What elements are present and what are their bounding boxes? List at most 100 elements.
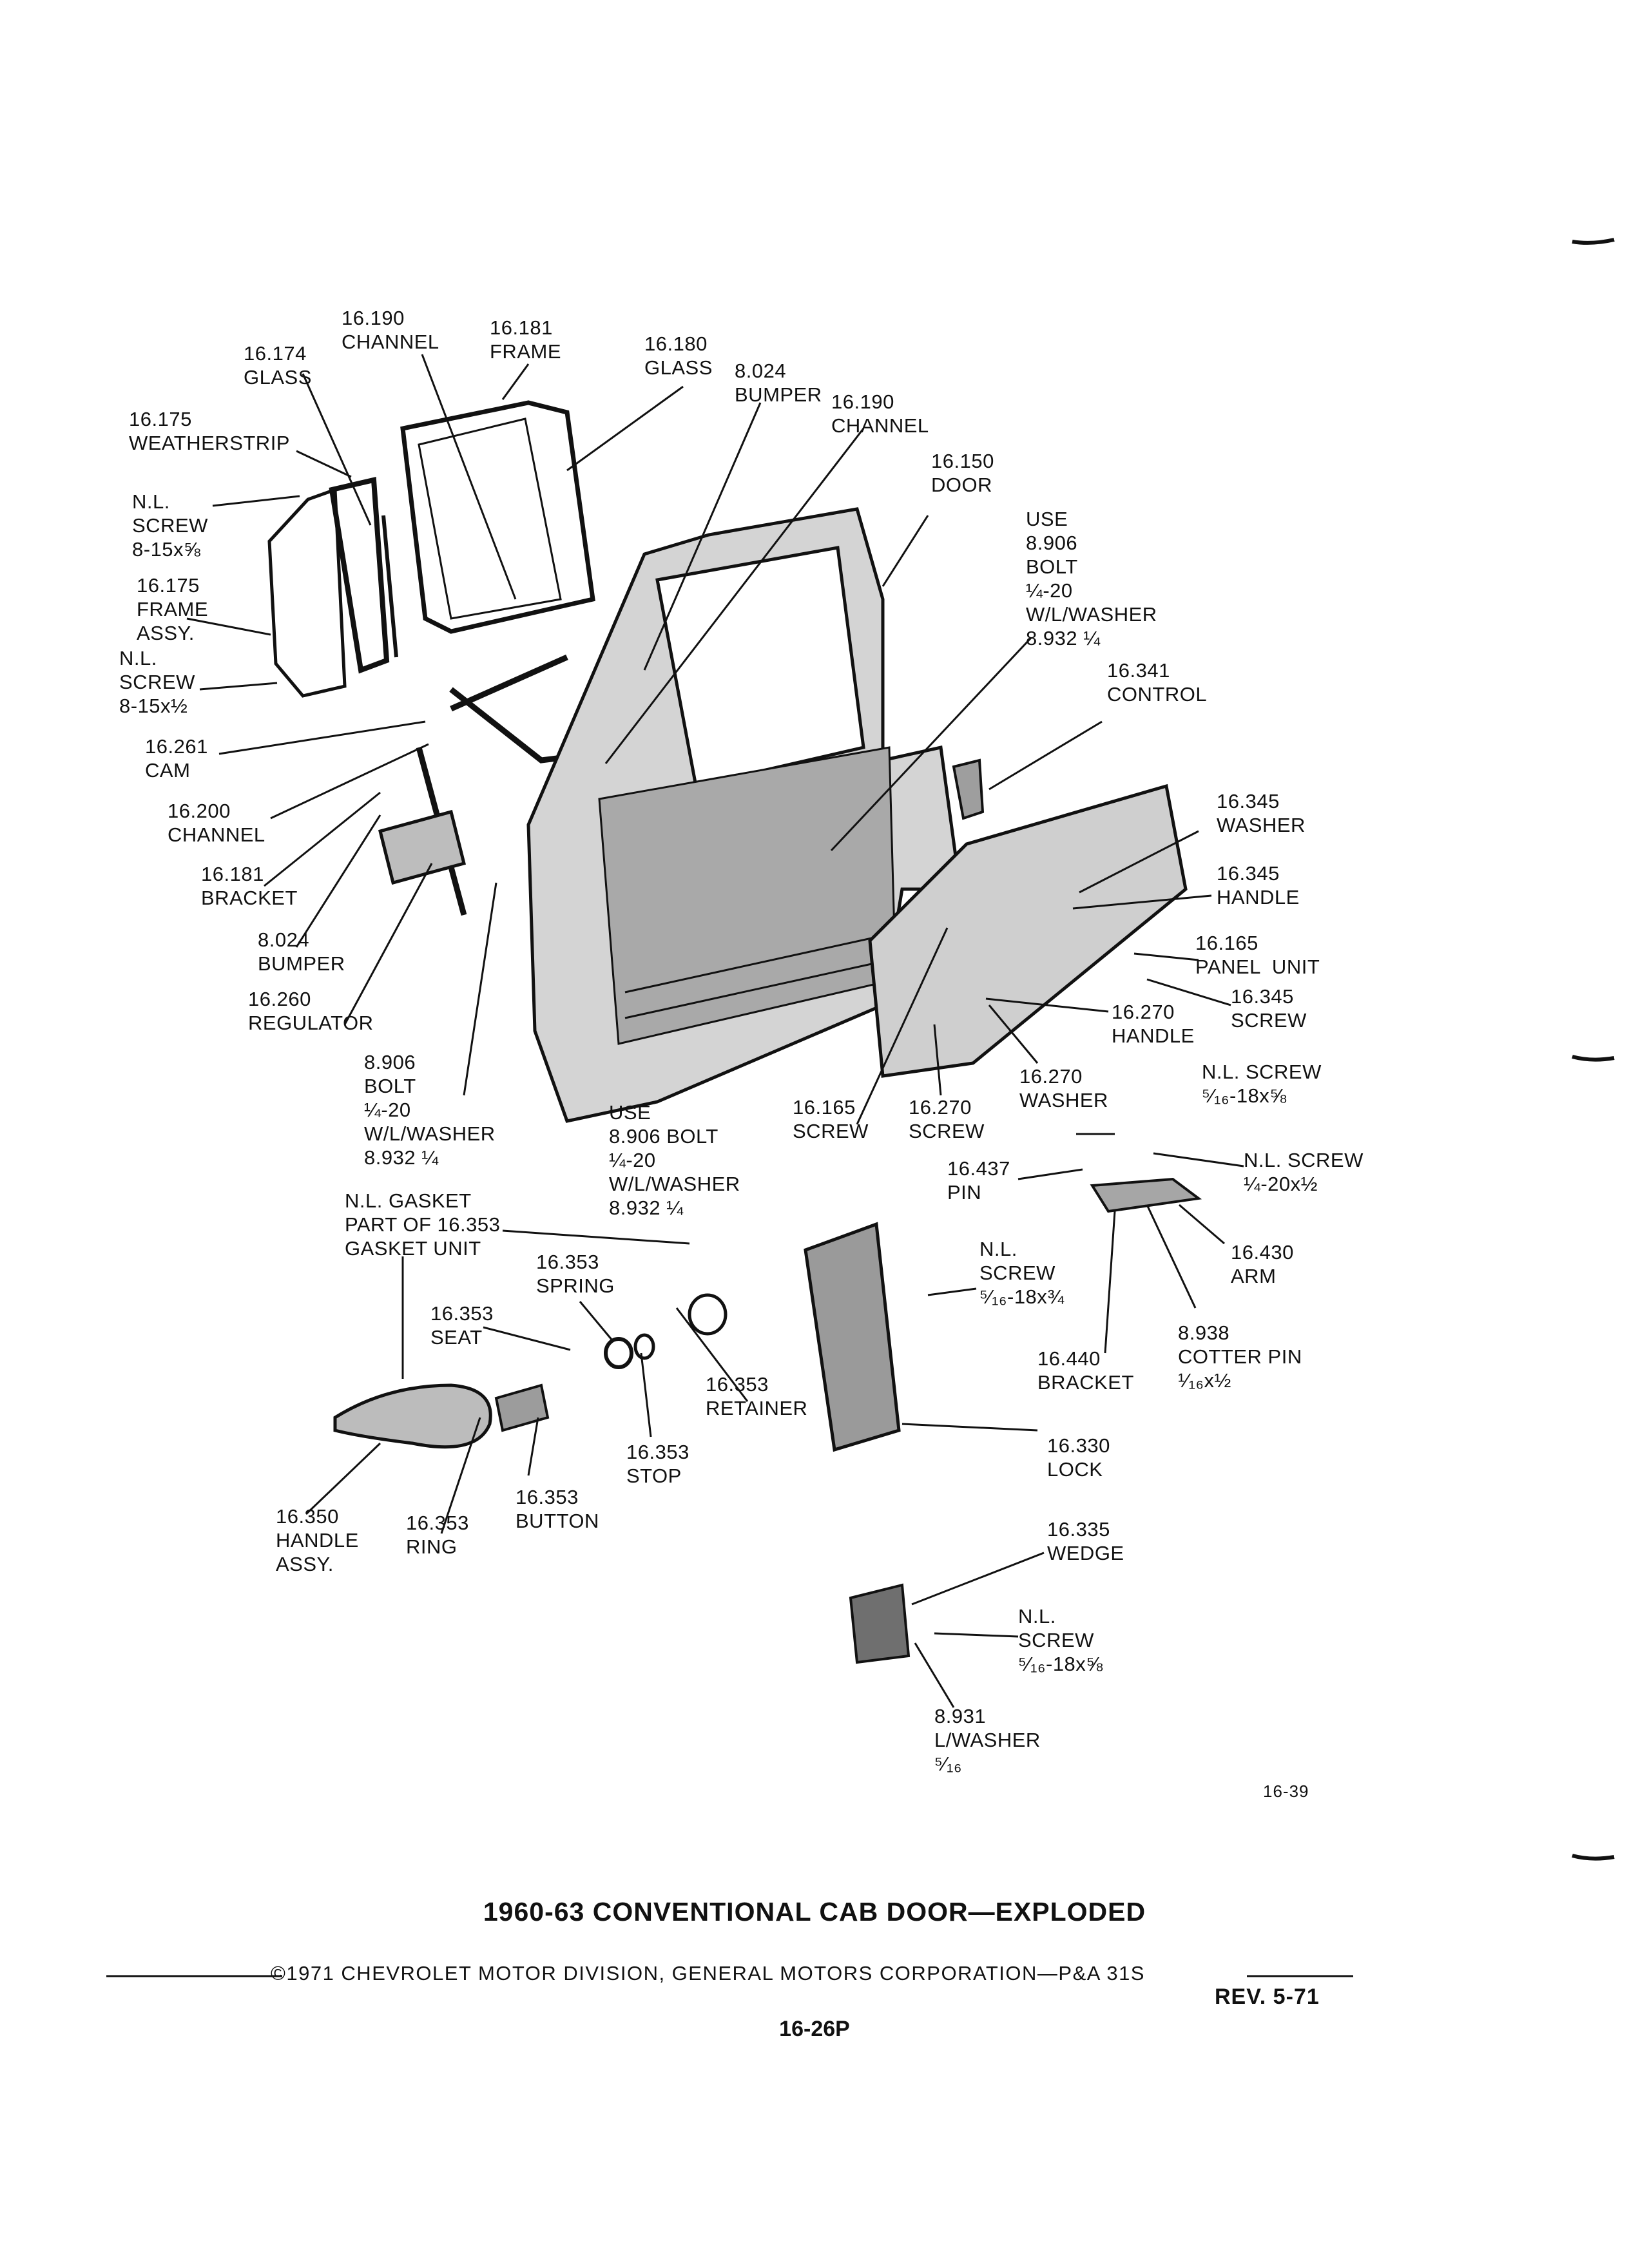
callout-line: FRAME (137, 598, 208, 620)
channel-strip (381, 515, 398, 658)
outside-handle (333, 1383, 492, 1449)
callout-line: N.L. GASKET (345, 1189, 472, 1212)
figure-code: 16-39 (1263, 1782, 1309, 1801)
callout-line: HANDLE (276, 1529, 359, 1552)
callout-line: RETAINER (706, 1397, 808, 1419)
callout-line: GASKET UNIT (345, 1237, 481, 1260)
callout-line: PART OF 16.353 (345, 1213, 501, 1236)
callout-line: ¼-20 (364, 1099, 411, 1121)
callout-line: N.L. (132, 490, 170, 513)
callout-line: W/L/WASHER (1026, 603, 1157, 626)
callout-line: SCREW (119, 671, 195, 693)
callout-line: 16.345 (1217, 862, 1280, 885)
callout-line: PIN (947, 1181, 982, 1204)
callout-line: BOLT (1026, 555, 1078, 578)
callout-line: BUMPER (258, 952, 345, 975)
callout-line: ⁵⁄₁₆-18x⅝ (1202, 1084, 1287, 1107)
callout-line: 16.200 (168, 800, 231, 822)
stop (633, 1333, 655, 1360)
callout-line: SCREW (979, 1262, 1055, 1284)
callout-line: 16.180 (644, 332, 708, 355)
callout-line: CHANNEL (168, 823, 265, 846)
callout-line: SCREW (1231, 1009, 1307, 1032)
callout-line: 16.165 (1195, 932, 1258, 954)
revision-code: REV. 5-71 (1215, 1984, 1320, 2009)
callout-line: SPRING (536, 1274, 615, 1297)
callout-line: USE (609, 1101, 651, 1124)
callout-line: 8.931 (934, 1705, 987, 1727)
callout-line: ⁵⁄₁₆ (934, 1753, 962, 1775)
callout-line: 16.261 (145, 735, 208, 758)
callout-line: N.L. (1018, 1605, 1056, 1628)
callout-line: CONTROL (1107, 683, 1208, 706)
callout-line: LOCK (1047, 1458, 1103, 1481)
callout-line: USE (1026, 508, 1068, 530)
callout-line: SCREW (909, 1120, 985, 1142)
callout-line: SCREW (1018, 1629, 1094, 1651)
callout-line: COTTER PIN (1178, 1345, 1302, 1368)
vent-frame-assembly (267, 487, 347, 698)
callout-line: 16.345 (1217, 790, 1280, 812)
handle-button (494, 1383, 550, 1432)
bracket-arm (1090, 1177, 1202, 1213)
callout-line: RING (406, 1535, 458, 1558)
callout-line: 8.932 ¼ (364, 1146, 439, 1169)
callout-line: ASSY. (276, 1553, 334, 1575)
callout-line: 16.440 (1037, 1347, 1101, 1370)
callout-line: 8-15x⅝ (132, 538, 201, 561)
callout-line: CHANNEL (831, 414, 929, 437)
margin-mark-1 (1572, 238, 1615, 245)
callout-line: ARM (1231, 1265, 1277, 1287)
lock-plate (804, 1222, 901, 1452)
inside-control (952, 758, 985, 820)
callout-line: WASHER (1019, 1089, 1108, 1111)
callout-line: L/WASHER (934, 1729, 1041, 1751)
callout-line: BRACKET (201, 887, 298, 909)
callout-line: 16.437 (947, 1157, 1010, 1180)
callout-line: WEDGE (1047, 1542, 1124, 1564)
callout-line: 16.270 (1019, 1065, 1083, 1088)
callout-line: 16.345 (1231, 985, 1294, 1008)
callout-line: W/L/WASHER (364, 1122, 496, 1145)
callout-line: 16.353 (706, 1373, 769, 1396)
callout-line: 16.430 (1231, 1241, 1294, 1264)
callout-line: 16.270 (1112, 1001, 1175, 1023)
callout-line: BRACKET (1037, 1371, 1134, 1394)
callout-line: ⁵⁄₁₆-18x⅝ (1018, 1653, 1103, 1675)
callout-line: 16.174 (244, 342, 307, 365)
callout-line: 8.906 BOLT (609, 1125, 718, 1148)
callout-line: ¼-20x½ (1244, 1173, 1318, 1195)
callout-line: N.L. SCREW (1202, 1061, 1322, 1083)
callout-line: SEAT (430, 1326, 483, 1349)
callout-line: 16.190 (831, 390, 894, 413)
callout-line: 16.353 (516, 1486, 579, 1508)
callout-line: 8.906 (1026, 532, 1078, 554)
callout-line: HANDLE (1112, 1024, 1195, 1047)
